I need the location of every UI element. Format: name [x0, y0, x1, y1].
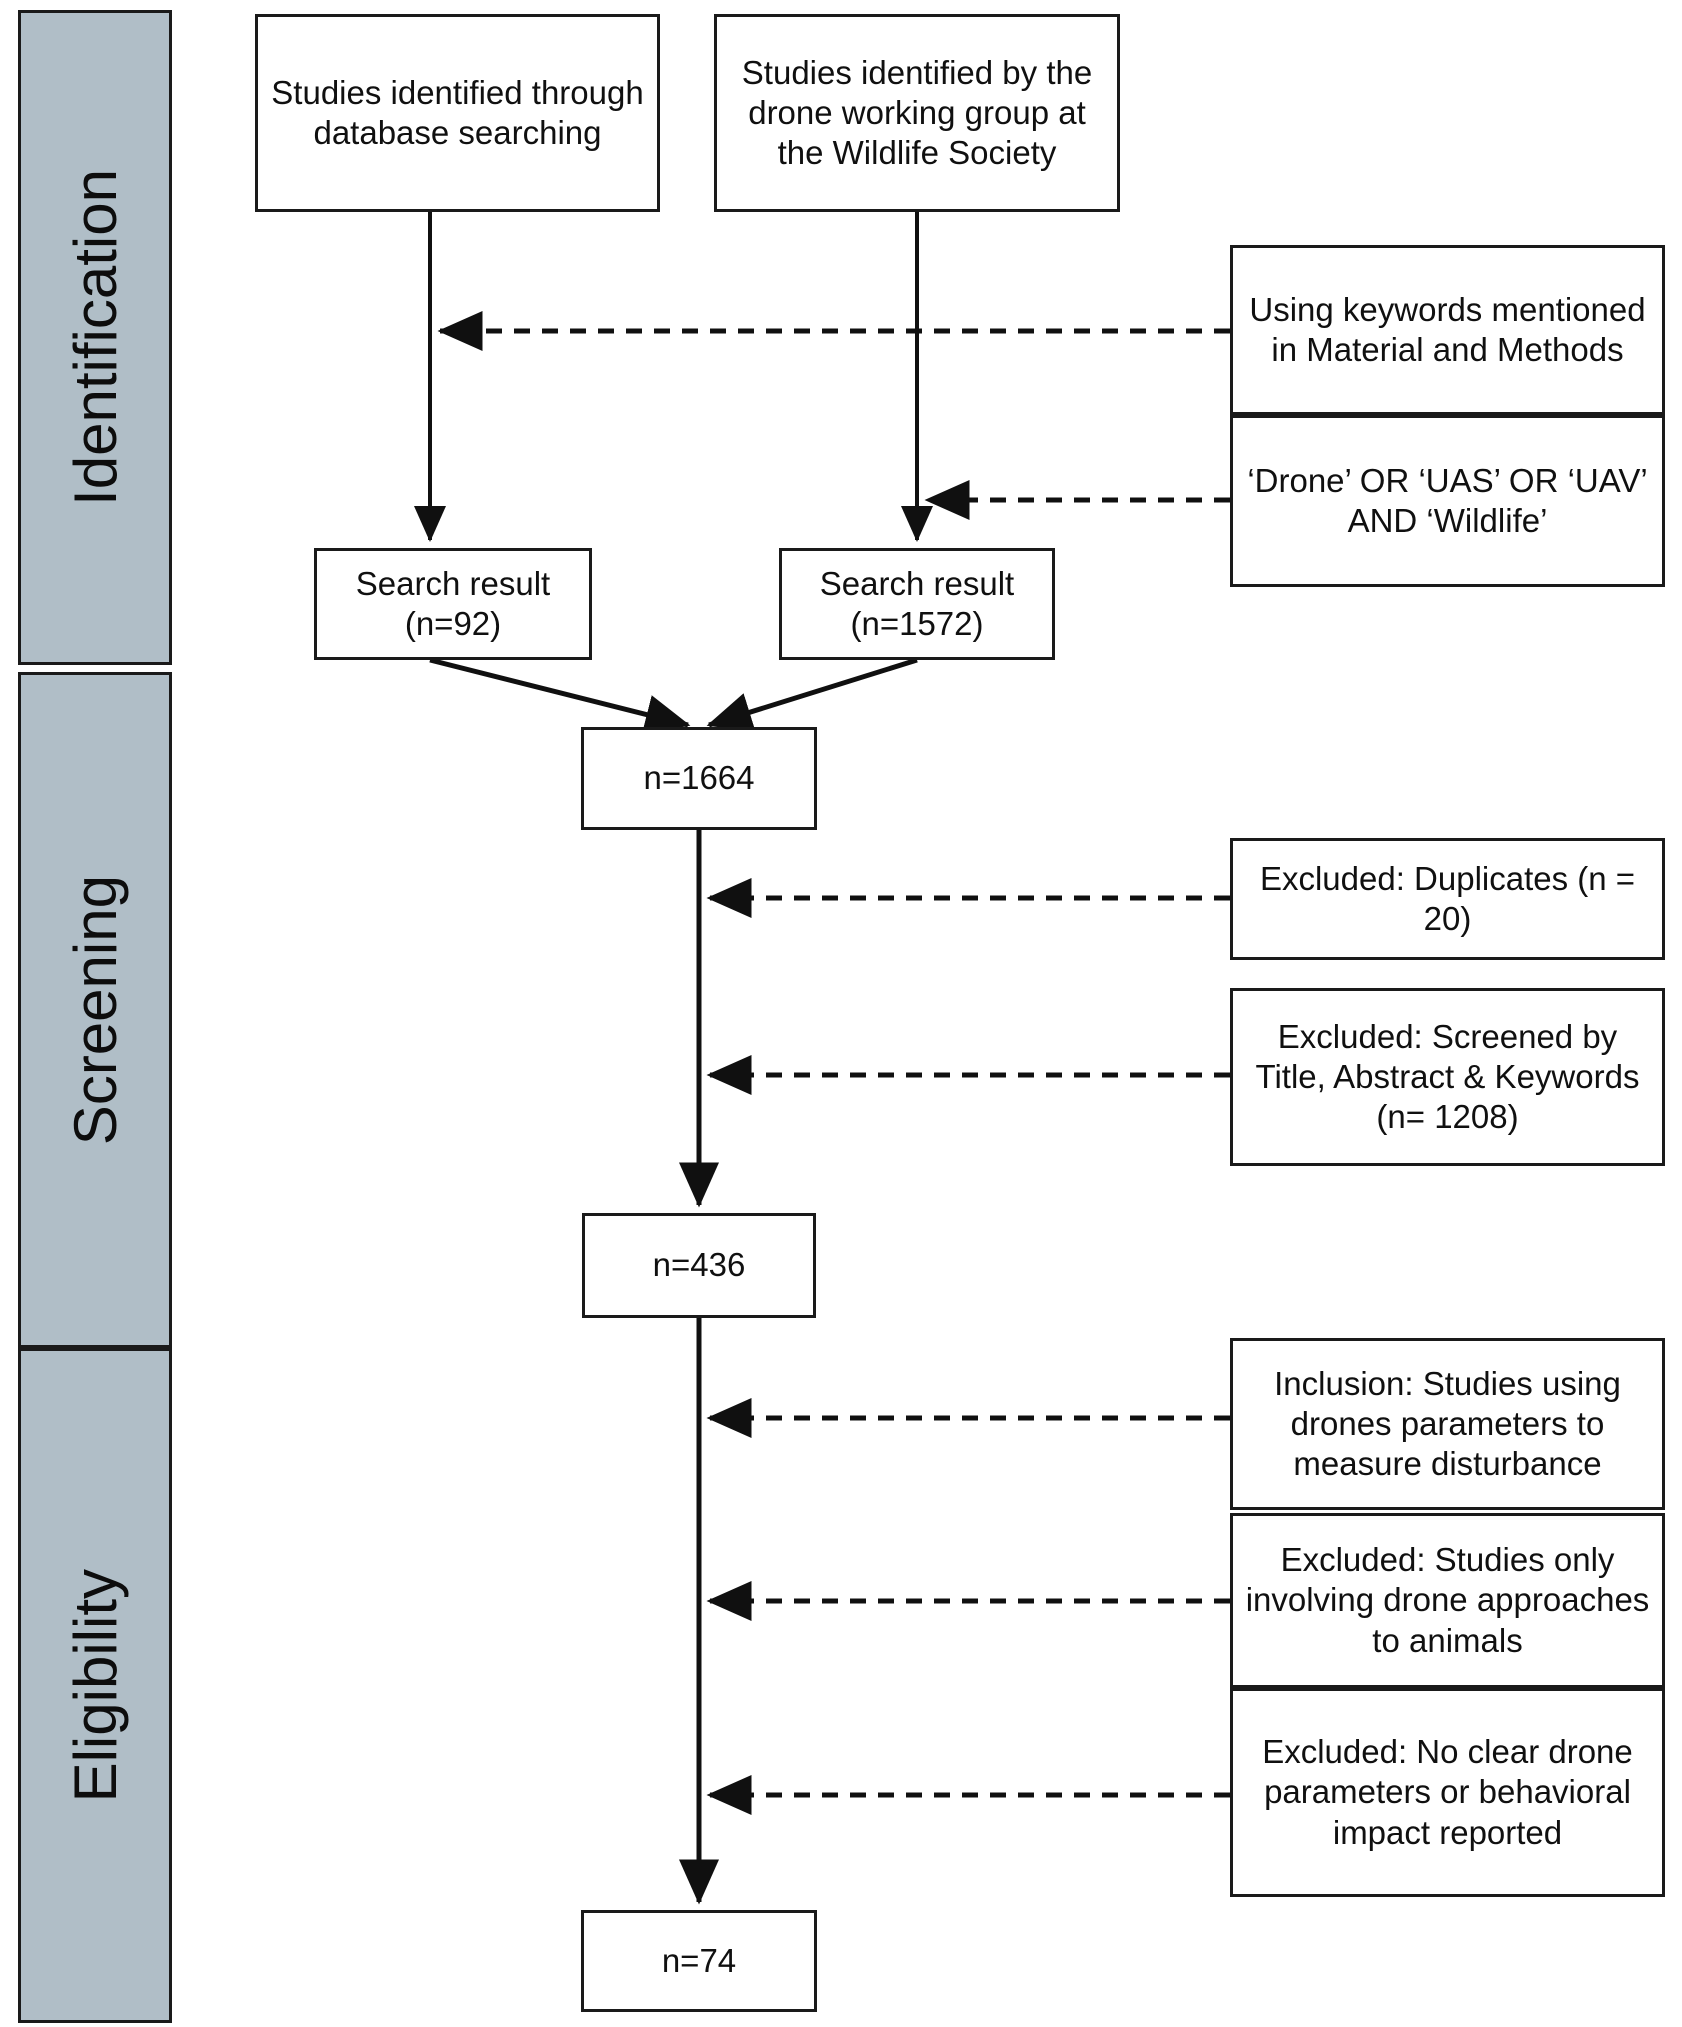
eligibility-label-excluded-approaches: Excluded: Studies only involving drone a… — [1245, 1541, 1650, 1659]
source-label-wildlife-society: Studies identified by the drone working … — [741, 53, 1093, 172]
count-box-combined: n=1664 — [581, 727, 817, 830]
criterion-label-keywords: Using keywords mentioned in Material and… — [1249, 290, 1646, 368]
count-label-combined: n=1664 — [643, 759, 755, 797]
exclusion-box-duplicates: Excluded: Duplicates (n = 20) — [1230, 838, 1665, 960]
count-label-after-screening: n=436 — [652, 1246, 746, 1284]
criterion-box-boolean-query: ‘Drone’ OR ‘UAS’ OR ‘UAV’ AND ‘Wildlife’ — [1230, 415, 1665, 587]
phase-label-identification: Identification — [61, 169, 129, 506]
exclusion-box-title-abstract-keywords: Excluded: Screened by Title, Abstract & … — [1230, 988, 1665, 1166]
eligibility-label-inclusion: Inclusion: Studies using drones paramete… — [1274, 1364, 1621, 1483]
source-box-wildlife-society: Studies identified by the drone working … — [714, 14, 1120, 212]
phase-bar-eligibility: Eligibility — [18, 1348, 172, 2023]
search-result-box-database: Search result (n=92) — [314, 548, 592, 660]
search-result-label-wildlife-society: Search result (n=1572) — [819, 564, 1015, 642]
eligibility-box-inclusion: Inclusion: Studies using drones paramete… — [1230, 1338, 1665, 1510]
eligibility-box-excluded-no-parameters: Excluded: No clear drone parameters or b… — [1230, 1688, 1665, 1897]
search-result-box-wildlife-society: Search result (n=1572) — [779, 548, 1055, 660]
phase-bar-identification: Identification — [18, 10, 172, 665]
criterion-label-boolean-query: ‘Drone’ OR ‘UAS’ OR ‘UAV’ AND ‘Wildlife’ — [1247, 461, 1648, 539]
source-box-database-searching: Studies identified through database sear… — [255, 14, 660, 212]
criterion-box-keywords: Using keywords mentioned in Material and… — [1230, 245, 1665, 415]
count-label-final: n=74 — [661, 1941, 737, 1979]
count-box-after-screening: n=436 — [582, 1213, 816, 1318]
eligibility-label-excluded-no-parameters: Excluded: No clear drone parameters or b… — [1262, 1733, 1633, 1851]
phase-label-eligibility: Eligibility — [61, 1568, 129, 1803]
source-label-database-searching: Studies identified through database sear… — [271, 73, 644, 151]
exclusion-label-duplicates: Excluded: Duplicates (n = 20) — [1259, 859, 1636, 937]
phase-label-screening: Screening — [61, 874, 129, 1146]
eligibility-box-excluded-approaches: Excluded: Studies only involving drone a… — [1230, 1513, 1665, 1688]
phase-bar-screening: Screening — [18, 672, 172, 1348]
exclusion-label-title-abstract-keywords: Excluded: Screened by Title, Abstract & … — [1255, 1017, 1640, 1136]
search-result-label-database: Search result (n=92) — [355, 564, 551, 642]
count-box-final: n=74 — [581, 1910, 817, 2012]
